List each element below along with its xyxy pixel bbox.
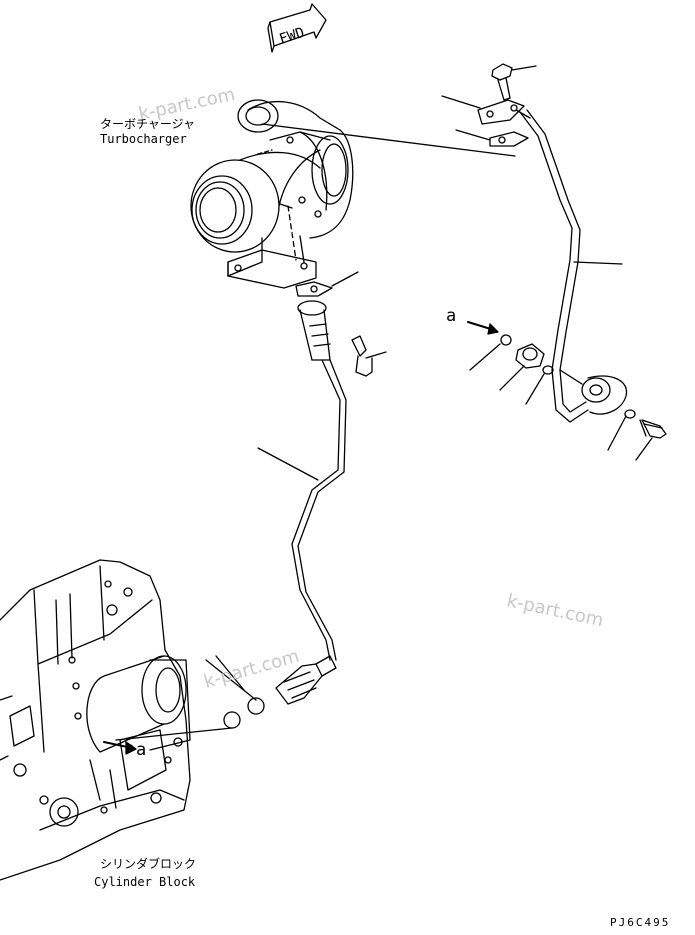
cylinder-block-label-jp: シリンダブロック	[100, 856, 196, 871]
lower-gasket	[295, 271, 359, 297]
turbocharger-label-jp: ターボチャージャ	[100, 117, 195, 131]
cylinder-block-label-en: Cylinder Block	[94, 875, 196, 889]
callout-a-top: a	[446, 306, 456, 326]
top-gasket	[455, 129, 529, 147]
callout-a-bottom: a	[136, 740, 146, 760]
fwd-arrow: FWD	[267, 3, 327, 53]
top-bolt	[491, 63, 537, 101]
turbocharger: ターボチャージャ Turbocharger	[100, 99, 354, 289]
tube-bolt	[351, 335, 387, 377]
eye-bolt-washer	[607, 409, 667, 461]
leader-turbo-bracket	[261, 123, 516, 157]
connector-set: a	[446, 306, 554, 405]
watermark-2: k-part.com	[505, 590, 605, 631]
top-flange	[441, 95, 531, 125]
supply-tube-fitting	[257, 300, 347, 661]
return-pipe	[519, 109, 628, 423]
turbocharger-label-en: Turbocharger	[100, 132, 187, 146]
cylinder-block: a シリンダブロック Cylinder Block	[0, 559, 196, 889]
fwd-label: FWD	[277, 25, 306, 48]
drawing-code: PJ6C495	[610, 916, 670, 929]
watermark-3: k-part.com	[202, 646, 302, 693]
lower-connector	[115, 655, 337, 741]
